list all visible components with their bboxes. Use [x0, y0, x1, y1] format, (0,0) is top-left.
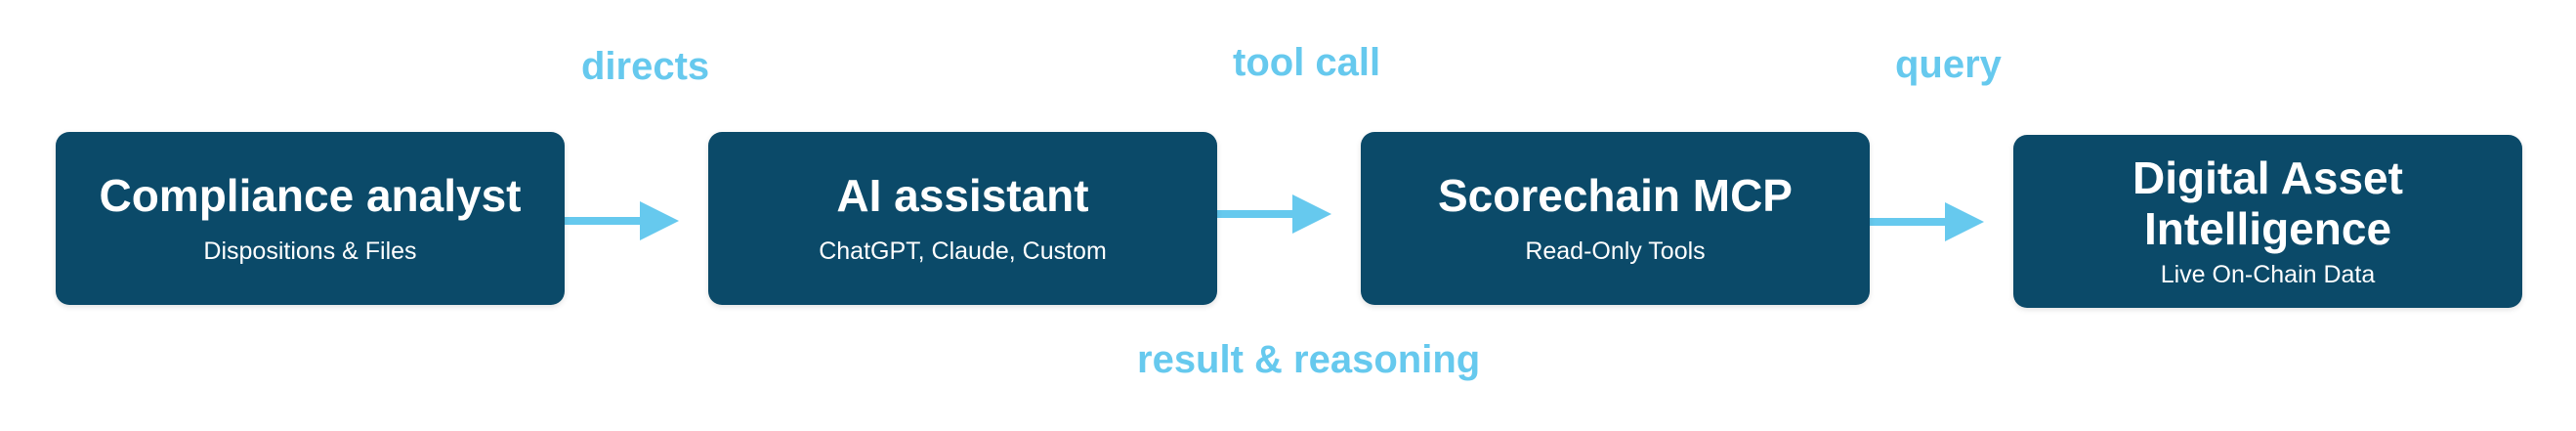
node-title: Compliance analyst — [99, 170, 522, 222]
node-subtitle: Read-Only Tools — [1525, 237, 1706, 265]
arrow-analyst-to-assistant — [565, 201, 679, 240]
edge-label-result-reasoning: result & reasoning — [1137, 338, 1481, 381]
node-title: Scorechain MCP — [1438, 170, 1793, 222]
node-title: AI assistant — [836, 170, 1089, 222]
node-digital-asset-intelligence: Digital Asset Intelligence Live On-Chain… — [2013, 135, 2522, 308]
node-title: Digital Asset Intelligence — [2133, 152, 2403, 254]
node-subtitle: Live On-Chain Data — [2160, 260, 2376, 288]
edge-label-query: query — [1895, 43, 2002, 86]
arrow-assistant-to-mcp — [1217, 194, 1331, 234]
node-compliance-analyst: Compliance analyst Dispositions & Files — [56, 132, 565, 305]
node-subtitle: Dispositions & Files — [203, 237, 417, 265]
node-scorechain-mcp: Scorechain MCP Read-Only Tools — [1361, 132, 1870, 305]
node-subtitle: ChatGPT, Claude, Custom — [819, 237, 1107, 265]
edge-label-tool-call: tool call — [1233, 41, 1381, 84]
node-ai-assistant: AI assistant ChatGPT, Claude, Custom — [708, 132, 1217, 305]
arrow-mcp-to-intelligence — [1870, 202, 1984, 241]
edge-label-directs: directs — [581, 45, 710, 88]
